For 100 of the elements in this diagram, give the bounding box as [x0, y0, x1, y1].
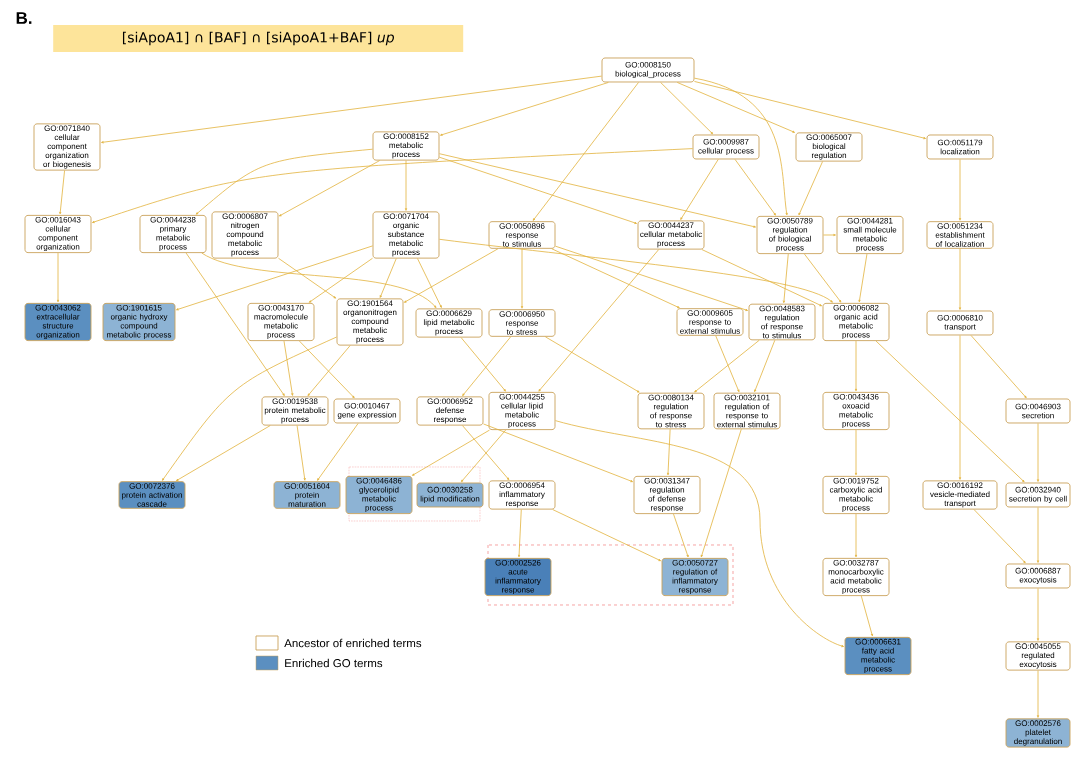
term-box: GO:0019538 protein metabolic process: [261, 396, 329, 426]
term-box: GO:0045055 regulated exocytosis: [1005, 641, 1071, 671]
arrow: [278, 257, 337, 299]
arrow: [411, 429, 490, 476]
term-box: GO:0032101 regulation of response to external stimulus: [713, 392, 781, 430]
arrow: [1036, 670, 1040, 718]
arrow: [201, 252, 437, 309]
title-banner: [siApoA1] ∩ [BAF] ∩ [siApoA1+BAF] up: [53, 25, 464, 52]
arrow: [970, 335, 1027, 399]
arrow: [185, 252, 285, 396]
term-box: GO:0008152 metabolic process: [372, 131, 440, 161]
arrow: [483, 423, 633, 483]
enriched-term-box: GO:0051604 protein maturation: [273, 481, 341, 509]
term-box: GO:0010467 gene expression: [333, 398, 401, 424]
term-box: GO:0031347 regulation of defense response: [633, 475, 701, 515]
arrow: [440, 82, 609, 136]
arrow: [858, 253, 868, 303]
panel-label: B.: [16, 12, 32, 24]
term-box: GO:0050789 regulation of biological process: [756, 215, 824, 255]
arrow: [439, 238, 833, 303]
arrow: [176, 245, 373, 311]
enriched-term-box: GO:1901615 organic hydroxy compound metabolic process: [102, 302, 176, 342]
arrow: [460, 337, 506, 392]
arrow: [782, 253, 789, 304]
arrow: [973, 509, 1026, 564]
arrow: [195, 148, 373, 215]
arrow: [798, 161, 823, 216]
arrow: [175, 425, 271, 482]
term-box: GO:0008150 biological_process: [601, 57, 695, 83]
term-box: GO:0006954 inflammatory response: [488, 480, 556, 510]
term-box: GO:0065007 biological regulation: [795, 132, 863, 162]
enriched-term-box: GO:0072376 protein activation cascade: [118, 481, 186, 509]
arrow: [552, 509, 662, 562]
arrow: [958, 335, 962, 480]
arrow: [715, 335, 740, 393]
term-box: GO:0043170 macromolecule metabolic process: [247, 302, 315, 342]
arrow: [804, 253, 842, 303]
arrow: [854, 340, 858, 392]
arrow: [92, 148, 693, 223]
term-box: GO:0006082 organic acid metabolic process: [822, 302, 890, 342]
term-box: GO:0006952 defense response: [416, 396, 484, 426]
enriched-term-box: GO:0002526 acute inflammatory response: [484, 557, 552, 597]
term-box: GO:1901564 organonitrogen compound metabolic process: [336, 298, 404, 346]
enriched-term-box: GO:0006631 fatty acid metabolic process: [844, 636, 912, 676]
legend-text: Enriched GO terms: [285, 658, 383, 668]
arrow: [860, 595, 873, 637]
term-box: GO:0009987 cellular process: [692, 134, 760, 160]
term-box: GO:0006810 transport: [926, 310, 994, 336]
arrow: [1036, 588, 1040, 641]
arrow: [1036, 423, 1040, 482]
arrow: [551, 248, 680, 309]
term-box: GO:0051179 localization: [926, 134, 994, 160]
arrow: [59, 170, 65, 215]
arrow: [308, 257, 373, 303]
arrow: [555, 245, 748, 311]
arrow: [823, 233, 836, 237]
arrow: [700, 428, 742, 558]
arrow: [694, 81, 926, 140]
term-box: GO:0051234 establishment of localization: [926, 221, 994, 249]
term-box: GO:0044238 primary metabolic process: [139, 214, 207, 254]
enriched-term-box: GO:0050727 regulation of inflammatory response: [661, 557, 729, 597]
arrow: [673, 513, 689, 558]
term-box: GO:0044255 cellular lipid metabolic process: [488, 391, 556, 431]
arrow: [701, 249, 822, 307]
term-box: GO:0043436 oxoacid metabolic process: [822, 391, 890, 431]
term-box: GO:0016043 cellular component organization: [24, 214, 92, 254]
arrow: [958, 248, 962, 310]
arrow: [317, 423, 359, 481]
term-box: GO:0006950 response to stress: [488, 309, 556, 337]
arrow: [404, 160, 408, 211]
term-box: GO:0016192 vesicle-mediated transport: [922, 480, 998, 510]
term-box: GO:0071704 organic substance metabolic process: [372, 211, 440, 259]
arrow: [532, 82, 639, 221]
arrow: [417, 258, 442, 308]
term-box: GO:0009605 response to external stimulus: [676, 308, 744, 336]
arrow: [666, 428, 671, 476]
arrow: [754, 339, 776, 393]
term-box: GO:0006629 lipid metabolic process: [415, 308, 483, 338]
arrow: [56, 252, 60, 303]
arrow: [555, 420, 844, 648]
term-box: GO:0006807 nitrogen compound metabolic process: [211, 211, 279, 259]
arrow: [283, 340, 294, 396]
arrow: [379, 258, 397, 298]
arrow: [734, 159, 776, 216]
enriched-term-box: GO:0043062 extracellular structure organization: [24, 302, 92, 342]
term-box: GO:0048583 regulation of response to stimulus: [748, 303, 816, 341]
arrow: [518, 509, 522, 558]
arrow: [958, 159, 962, 221]
arrow: [439, 156, 637, 224]
term-box: GO:0044281 small molecule metabolic process: [836, 215, 904, 255]
arrow: [854, 513, 858, 558]
arrow: [544, 336, 640, 393]
arrow: [296, 425, 306, 481]
arrow: [854, 429, 858, 476]
term-box: GO:0080134 regulation of response to stress: [637, 392, 705, 430]
arrow: [680, 159, 719, 220]
enriched-term-box: GO:0030258 lipid modification: [416, 482, 484, 508]
term-box: GO:0006887 exocytosis: [1005, 563, 1071, 589]
arrow: [101, 75, 602, 144]
arrow: [162, 336, 337, 481]
